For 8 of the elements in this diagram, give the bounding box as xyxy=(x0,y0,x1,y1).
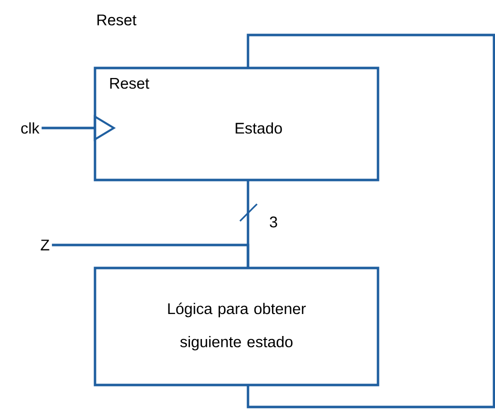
signal-label: clk xyxy=(21,122,40,134)
register-box: Reset Estado xyxy=(94,66,380,182)
bus-width-label: 3 xyxy=(270,216,278,228)
reset-label: Reset xyxy=(97,14,136,26)
wire xyxy=(246,34,495,408)
wire xyxy=(52,244,250,268)
logic-box: Lógica para obtener siguiente estado xyxy=(94,266,380,386)
signal-label: Z xyxy=(40,240,50,250)
